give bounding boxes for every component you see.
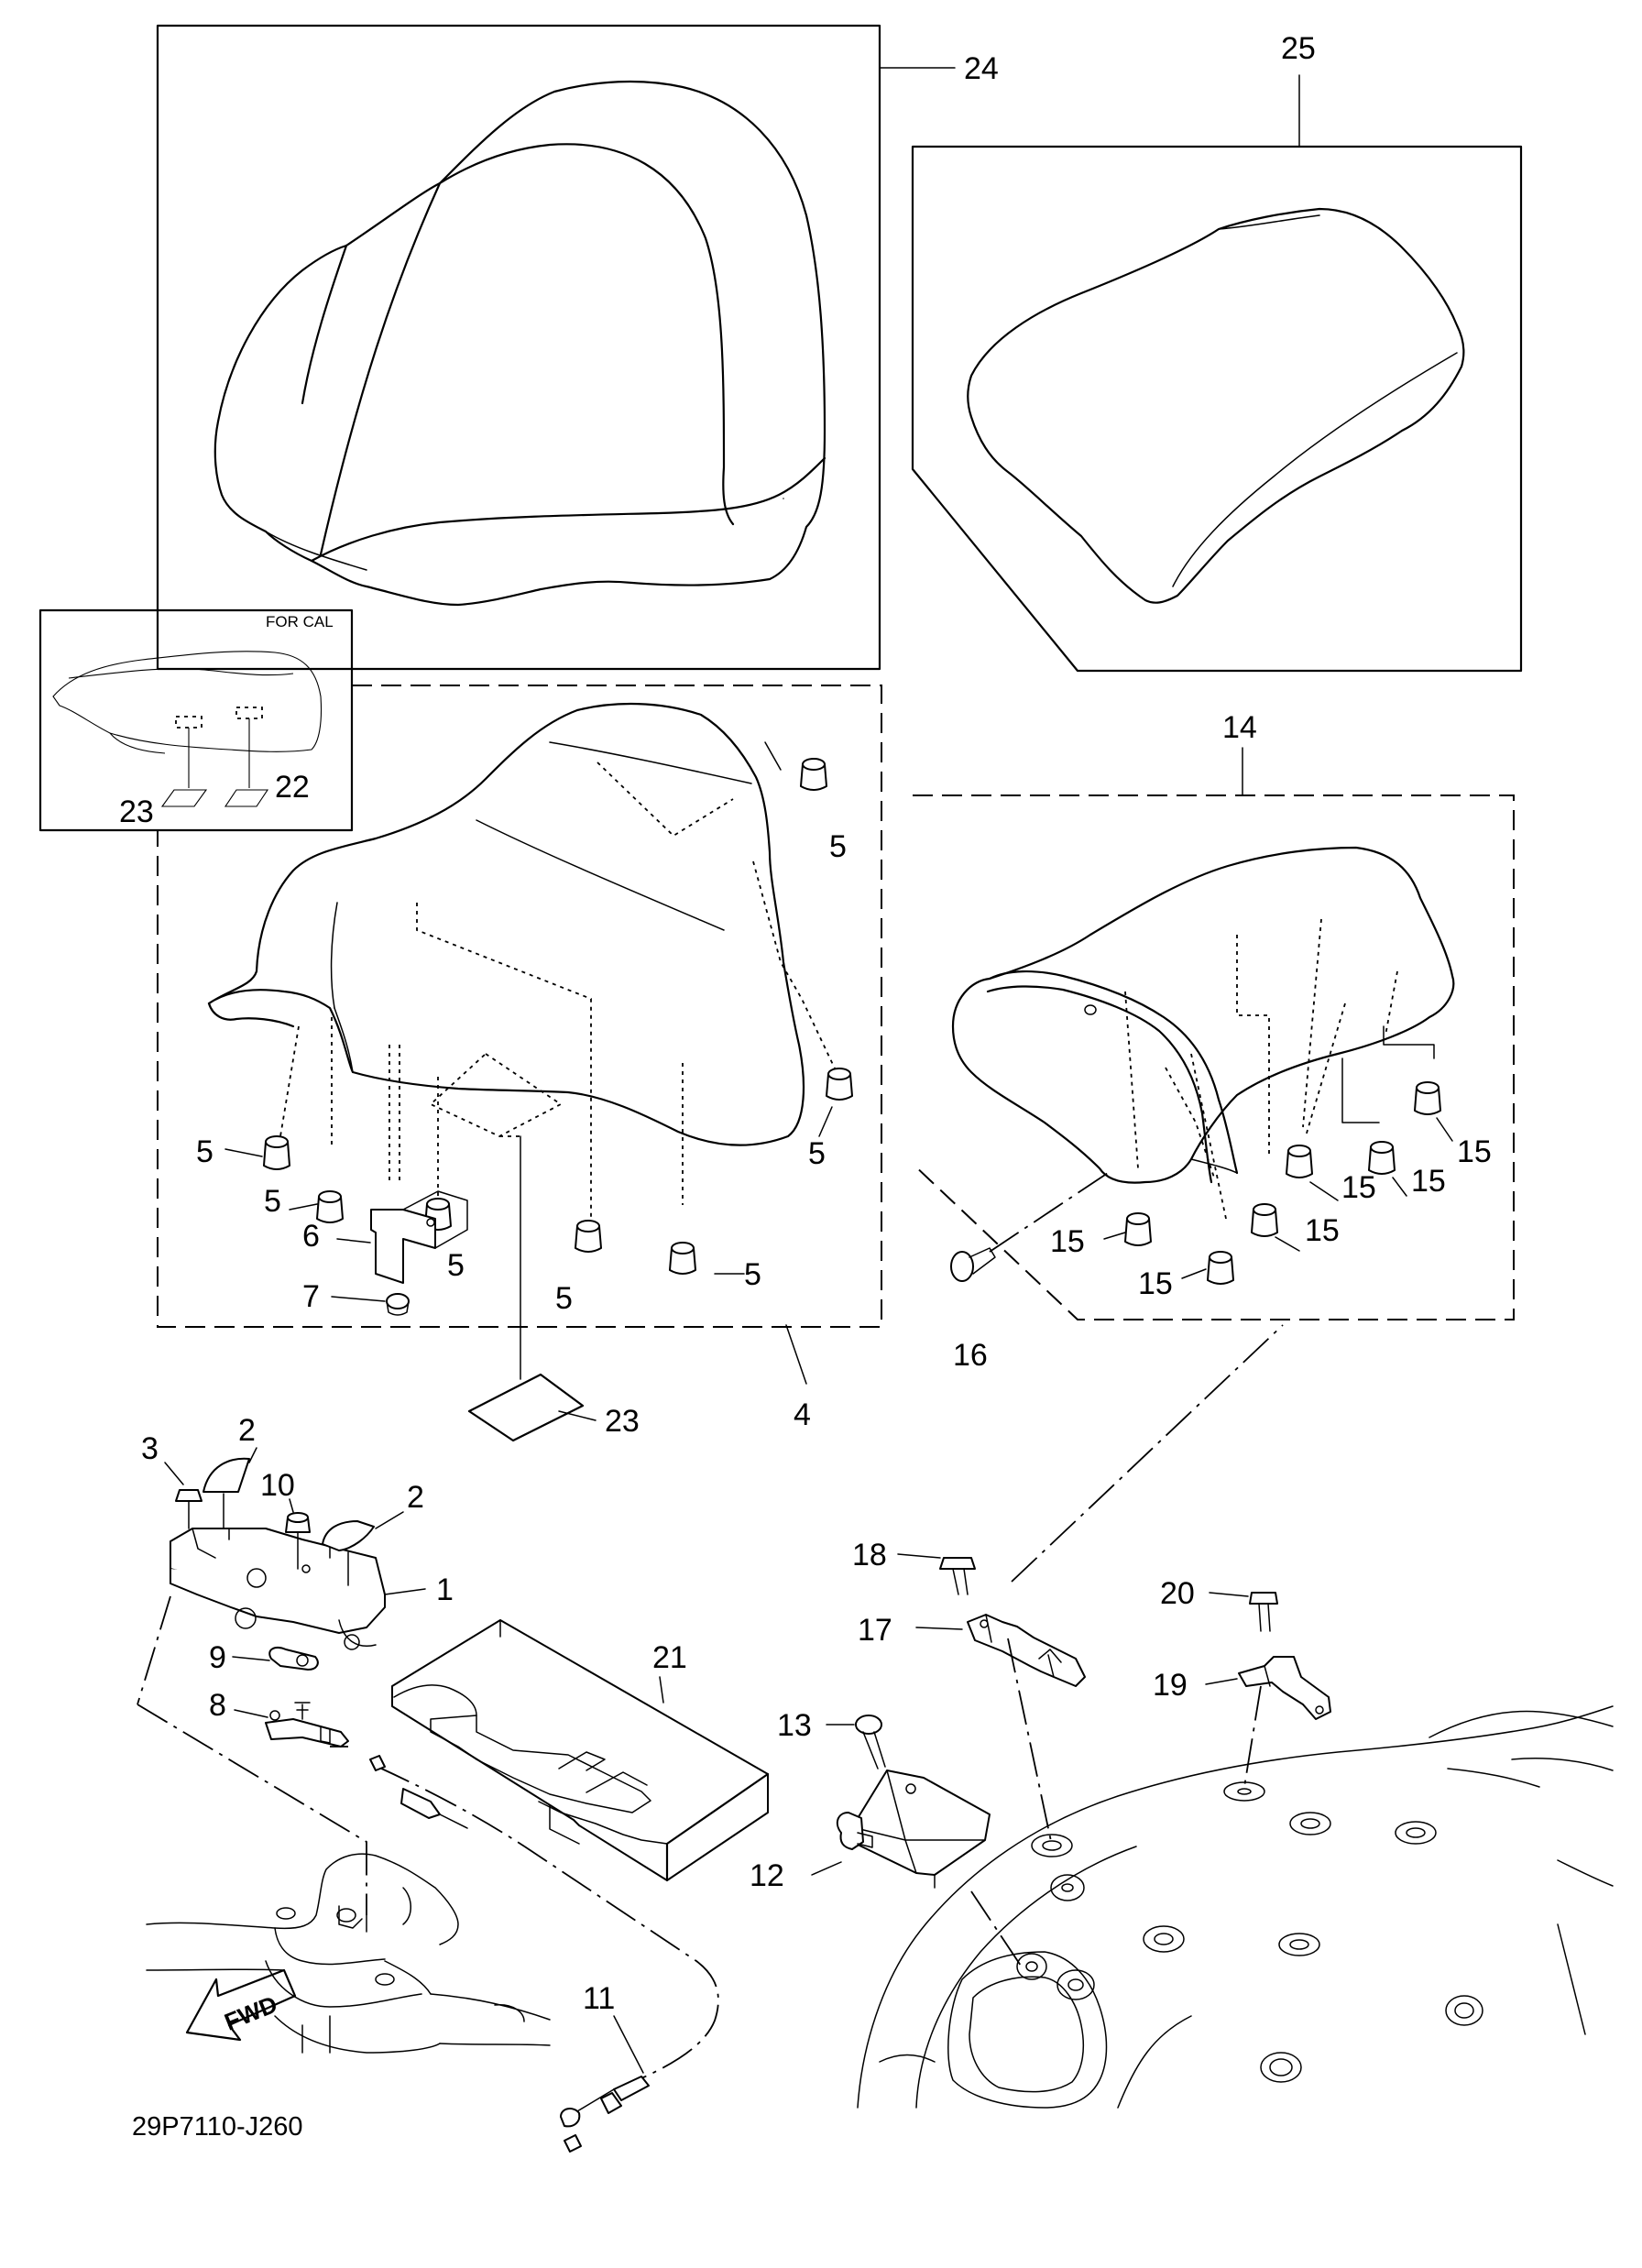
seat-hook-17 xyxy=(967,1614,1086,1687)
bracket-19 xyxy=(1238,1656,1331,1720)
callout-15-c: 15 xyxy=(1341,1170,1376,1205)
grommet-left xyxy=(263,1135,290,1170)
callout-15-f: 15 xyxy=(1138,1266,1173,1301)
diagram-code: 29P7110-J260 xyxy=(132,2112,303,2142)
inset-for-cal-label: FOR CAL xyxy=(266,613,334,630)
callout-16: 16 xyxy=(953,1338,988,1373)
callout-5-bottom-right: 5 xyxy=(744,1257,761,1292)
callout-11: 11 xyxy=(583,1981,615,2016)
seat-cover-box xyxy=(156,24,881,671)
seat-latch-12 xyxy=(836,1769,991,1889)
callout-22: 22 xyxy=(275,770,310,805)
rear-fender-sketch xyxy=(857,1705,1614,2109)
screw-16 xyxy=(950,1247,996,1282)
seat-dotted-leaders xyxy=(279,761,837,1223)
callout-5-top: 5 xyxy=(829,829,847,864)
catch-8 xyxy=(265,1702,349,1748)
callout-5-right: 5 xyxy=(808,1136,826,1171)
callout-10: 10 xyxy=(260,1468,295,1503)
seat-base-plate-1 xyxy=(170,1528,386,1650)
california-inset: FOR CAL xyxy=(38,608,354,832)
nut-10 xyxy=(285,1512,311,1570)
grommet-15-f xyxy=(1207,1251,1234,1285)
callout-5-mid: 5 xyxy=(447,1248,465,1283)
passenger-seat-cover-box xyxy=(911,145,1523,673)
grommet-group-5 xyxy=(263,741,853,1275)
callout-8: 8 xyxy=(209,1688,226,1723)
callout-6: 6 xyxy=(302,1219,320,1254)
seat-lock-cable-11 xyxy=(369,1755,719,2153)
grommet-group-15 xyxy=(1124,1081,1441,1285)
grommet-right xyxy=(826,1068,853,1101)
passenger-seat xyxy=(951,846,1455,1184)
callout-3: 3 xyxy=(141,1431,159,1466)
fwd-label: FWD xyxy=(221,1990,281,2036)
callout-12: 12 xyxy=(750,1858,784,1893)
callout-1: 1 xyxy=(436,1572,454,1607)
callout-24: 24 xyxy=(964,51,999,86)
fwd-arrow: FWD xyxy=(185,1968,297,2042)
grommet-15-c xyxy=(1286,1145,1313,1178)
washer-9 xyxy=(268,1647,319,1671)
callout-14: 14 xyxy=(1222,710,1257,745)
grommet-15-b xyxy=(1368,1141,1396,1175)
grommet-15-a xyxy=(1414,1081,1441,1115)
battery-cover-21 xyxy=(391,1619,770,1882)
frame-sketch-left xyxy=(146,1853,551,2054)
callout-15-d: 15 xyxy=(1305,1213,1340,1248)
grommet-15-d xyxy=(1251,1203,1278,1237)
callout-13: 13 xyxy=(777,1708,812,1743)
grommet-top-right xyxy=(764,741,827,791)
callout-2-right: 2 xyxy=(407,1480,424,1515)
callout-17: 17 xyxy=(858,1613,892,1648)
passenger-dotted-leaders xyxy=(1124,918,1398,1220)
cap-2-left xyxy=(203,1457,250,1493)
grommet-bottom-right xyxy=(669,1242,696,1275)
rider-seat xyxy=(207,702,805,1146)
cap-2-right xyxy=(322,1520,375,1551)
callout-19: 19 xyxy=(1153,1668,1188,1703)
callout-23-bottom: 23 xyxy=(605,1404,640,1439)
bolt-20 xyxy=(1249,1592,1278,1632)
callout-7: 7 xyxy=(302,1279,320,1314)
grommet-center xyxy=(575,1220,602,1253)
callout-18: 18 xyxy=(852,1538,887,1572)
callout-5-left: 5 xyxy=(196,1134,213,1169)
callout-15-b: 15 xyxy=(1411,1164,1446,1199)
nut-7 xyxy=(386,1293,410,1316)
callout-15-e: 15 xyxy=(1050,1224,1085,1259)
bolt-3 xyxy=(175,1489,203,1529)
callout-15-a: 15 xyxy=(1457,1134,1492,1169)
fender-holes xyxy=(1016,1781,1483,2083)
bolt-13 xyxy=(855,1715,886,1769)
callout-23-inset: 23 xyxy=(119,794,154,829)
callout-2-top: 2 xyxy=(238,1413,256,1448)
grommet-left-2 xyxy=(316,1190,344,1223)
bolt-18 xyxy=(939,1557,976,1595)
seat-bracket-6 xyxy=(370,1190,468,1284)
callout-5-center: 5 xyxy=(555,1281,573,1316)
callout-9: 9 xyxy=(209,1640,226,1675)
callout-4: 4 xyxy=(794,1397,811,1432)
callout-20: 20 xyxy=(1160,1576,1195,1611)
grommet-15-e xyxy=(1124,1212,1152,1246)
callout-25: 25 xyxy=(1281,31,1316,66)
callout-5-left-2: 5 xyxy=(264,1184,281,1219)
callout-21: 21 xyxy=(652,1640,687,1675)
